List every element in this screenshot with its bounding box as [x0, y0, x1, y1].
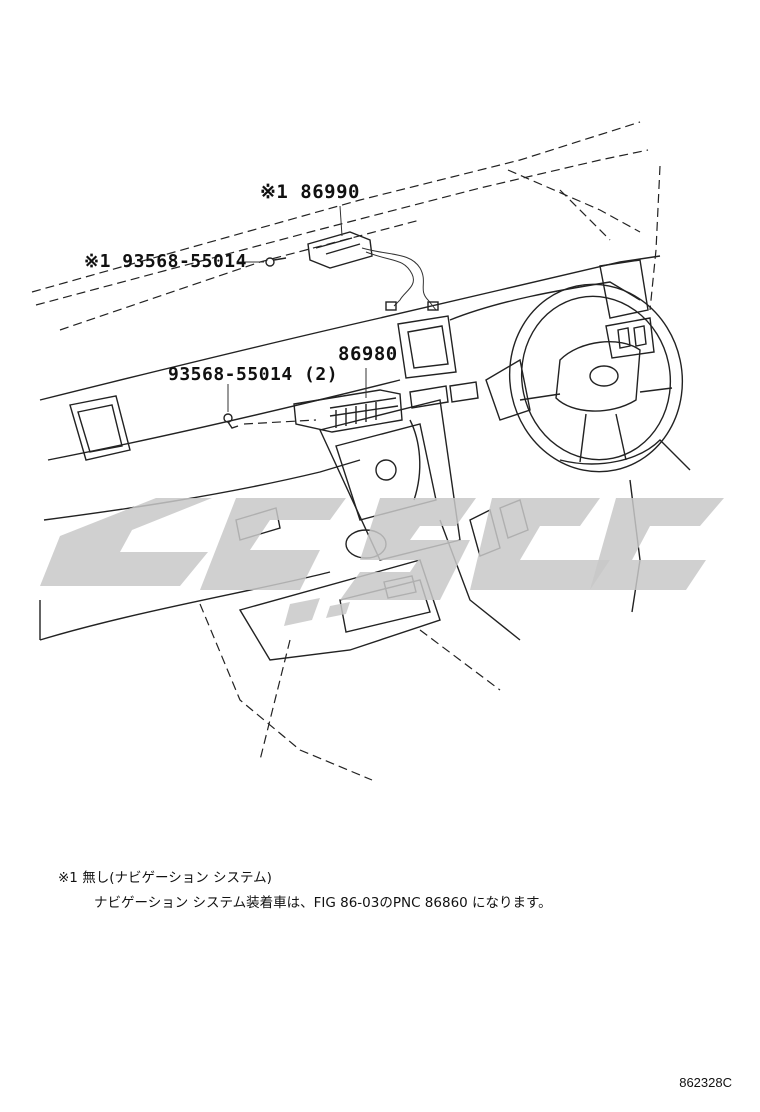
footnote-line-1: ※1 無し(ナビゲーション システム): [58, 870, 272, 886]
floor-outline: [199, 603, 501, 781]
screw-top: [238, 257, 287, 267]
sensor-86990: [307, 205, 439, 311]
steering-wheel: [485, 283, 691, 473]
dashboard-body: [39, 255, 661, 661]
screw-bottom: [223, 384, 317, 429]
amplifier-part-callout: 86980: [338, 343, 398, 365]
watermark-logo: [40, 498, 724, 626]
footnote-line-2: ナビゲーション システム装着車は、FIG 86-03のPNC 86860 になり…: [94, 895, 552, 911]
windshield-outline: [31, 121, 661, 331]
screw-top-part-callout: ※1 93568-55014: [84, 251, 247, 272]
sensor-part-callout: ※1 86990: [260, 181, 360, 203]
screw-bottom-part-callout: 93568-55014 (2): [168, 364, 339, 385]
figure-code: 862328C: [679, 1075, 732, 1090]
amplifier-86980: [293, 368, 403, 433]
